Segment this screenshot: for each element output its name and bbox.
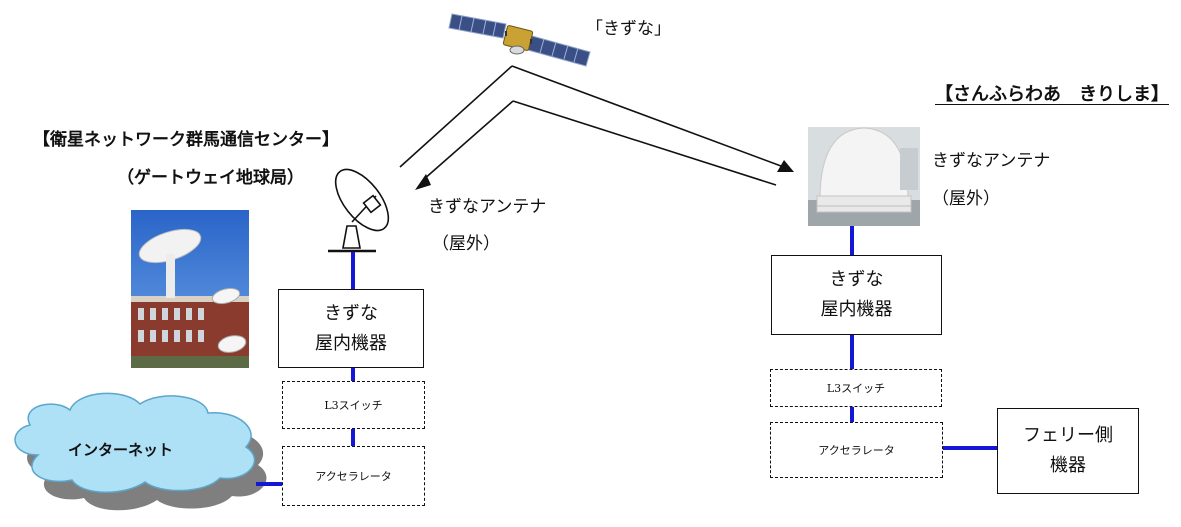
gateway-antenna-location: （屋外）: [432, 234, 500, 254]
link-indoor-to-l3-ship: [850, 334, 854, 370]
arrow-to-ship: [777, 160, 794, 172]
gateway-l3-switch: L3スイッチ: [282, 381, 425, 429]
ship-radome-photo: [808, 127, 920, 226]
ship-indoor-unit: きずな 屋内機器: [771, 255, 942, 335]
gateway-antenna-icon: [328, 168, 390, 253]
ship-indoor-unit-line2: 屋内機器: [820, 299, 893, 320]
ship-title: 【さんふらわあ きりしま】: [935, 84, 1169, 105]
internet-cloud-icon: [14, 392, 267, 511]
ship-indoor-unit-line1: きずな: [829, 269, 884, 290]
ferry-device-line2: 機器: [1050, 455, 1086, 476]
gateway-indoor-unit-line1: きずな: [324, 302, 378, 324]
internet-label: インターネット: [68, 441, 174, 459]
satellite-link-lines: [399, 65, 782, 186]
gateway-title: 【衛星ネットワーク群馬通信センター】: [33, 130, 339, 150]
ship-accelerator: アクセラレータ: [770, 422, 943, 478]
gateway-accelerator: アクセラレータ: [282, 446, 425, 506]
ferry-device: フェリー側 機器: [997, 408, 1139, 494]
gateway-indoor-unit-line2: 屋内機器: [315, 332, 387, 354]
link-l3-to-accel-gw: [351, 429, 355, 446]
gateway-subtitle: （ゲートウェイ地球局）: [117, 168, 304, 188]
satellite-icon: [448, 13, 591, 67]
gateway-indoor-unit: きずな 屋内機器: [278, 289, 424, 368]
gateway-antenna-label: きずなアンテナ: [428, 197, 547, 217]
gateway-accelerator-label: アクセラレータ: [315, 470, 392, 483]
arrow-to-gateway: [415, 174, 431, 190]
link-indoor-to-l3-gw: [351, 367, 355, 382]
ship-antenna-location: （屋外）: [932, 189, 1000, 209]
ferry-device-line1: フェリー側: [1023, 425, 1113, 446]
ship-accelerator-label: アクセラレータ: [818, 444, 895, 457]
link-antenna-to-indoor-gw: [351, 252, 355, 290]
link-accel-to-ferry: [943, 446, 998, 450]
satellite-label: 「きずな」: [586, 19, 671, 39]
ship-l3-switch-label: L3スイッチ: [826, 382, 886, 395]
link-l3-to-accel-ship: [850, 406, 854, 422]
gateway-station-photo: [131, 210, 249, 368]
ship-antenna-label: きずなアンテナ: [932, 151, 1051, 171]
link-internet-to-accel-gw: [256, 482, 284, 486]
ship-l3-switch: L3スイッチ: [770, 369, 942, 407]
link-antenna-to-indoor-ship: [850, 226, 854, 256]
gateway-l3-switch-label: L3スイッチ: [324, 399, 383, 412]
